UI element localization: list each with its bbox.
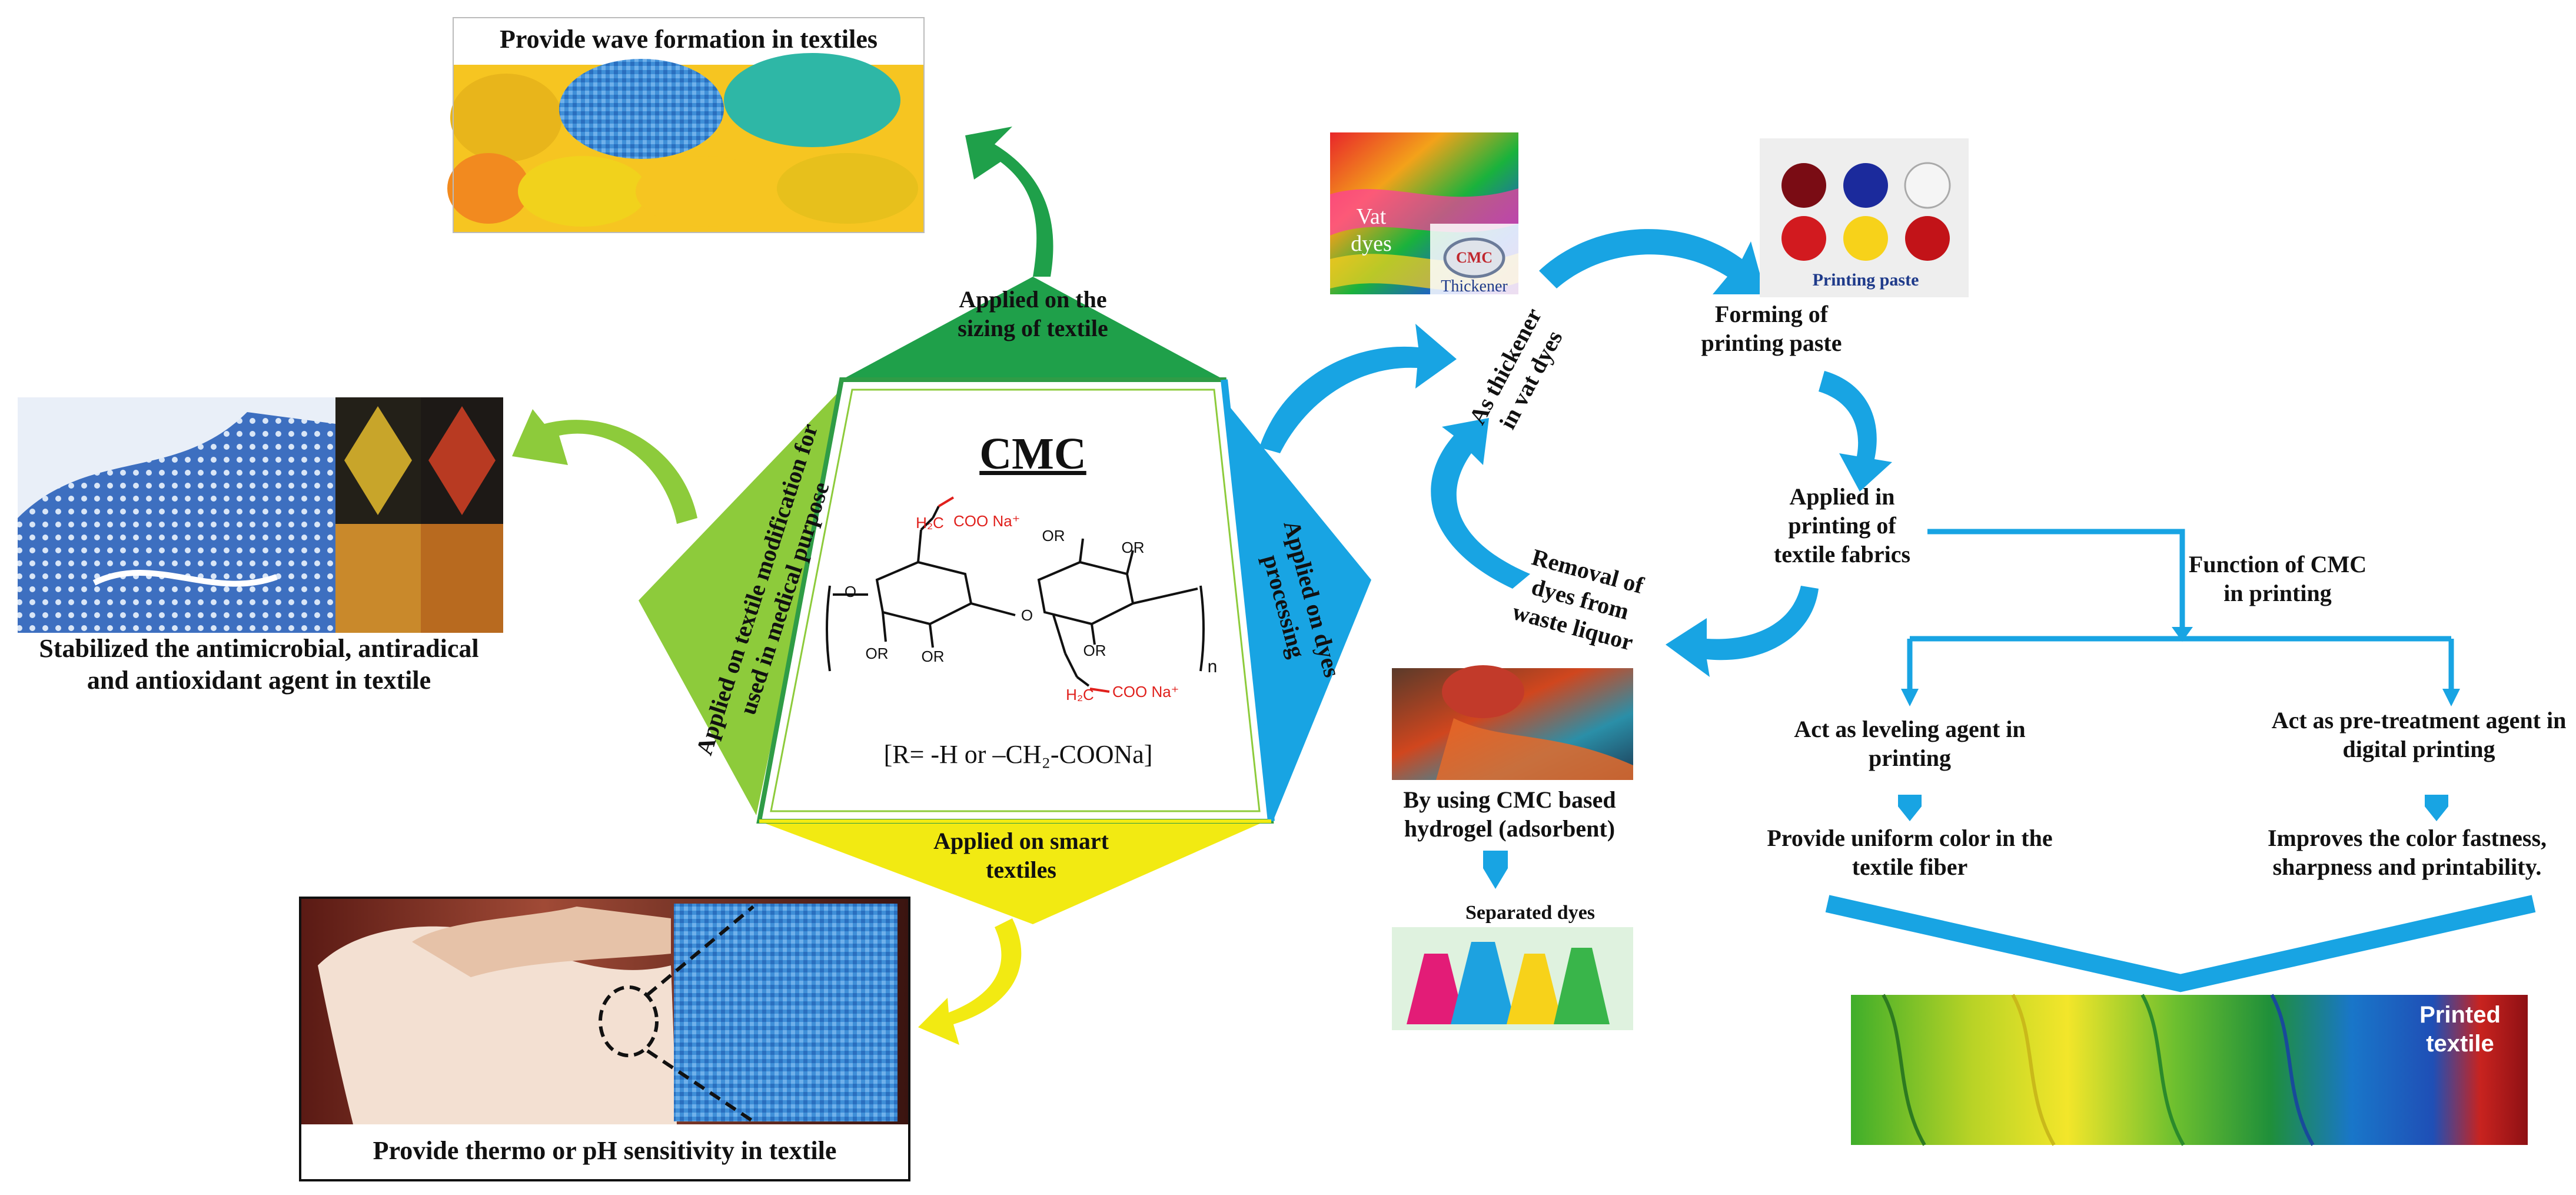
segment-left-shape bbox=[639, 383, 847, 815]
medical-caption: Stabilized the antimicrobial, antiradica… bbox=[39, 634, 479, 695]
sizing-caption: Provide wave formation in textiles bbox=[500, 25, 877, 54]
segment-top-shape bbox=[842, 277, 1224, 380]
chem-coo-top: COO Na⁺ bbox=[953, 512, 1021, 530]
segment-right-shape bbox=[1212, 386, 1371, 818]
arrow-smart bbox=[918, 918, 1022, 1045]
cycle-paste: Forming of printing paste bbox=[1701, 301, 1842, 356]
chem-or-4: OR bbox=[1121, 539, 1145, 556]
central-hexagon bbox=[639, 277, 1371, 924]
vat-dyes-label: Vat dyes bbox=[1351, 204, 1392, 257]
chem-n: n bbox=[1207, 657, 1218, 676]
segment-top-label: Applied on the sizing of textile bbox=[958, 286, 1108, 341]
arrow-sizing bbox=[965, 127, 1053, 277]
formula-caption: [R= -H or –CH₂-COONa] bbox=[883, 740, 1153, 769]
printing-funnel bbox=[1825, 895, 2536, 992]
medical-photo bbox=[18, 397, 503, 633]
separated-dyes-photo bbox=[1392, 898, 1633, 1030]
segment-bottom-label: Applied on smart textiles bbox=[933, 828, 1109, 883]
arrow-medical bbox=[512, 409, 697, 524]
cmc-badge: CMC bbox=[1455, 249, 1493, 266]
printed-textile-label: Printed textile bbox=[2419, 1002, 2501, 1057]
chem-o-1: O bbox=[844, 583, 857, 600]
chem-or-2: OR bbox=[921, 648, 945, 665]
chem-or-5: OR bbox=[1083, 642, 1106, 659]
printing-paste-photo bbox=[1760, 138, 1969, 297]
arrow-dyes bbox=[1259, 324, 1457, 453]
carboxymethyl-bonds bbox=[938, 496, 1110, 693]
chem-h2c-top: H₂C bbox=[916, 514, 944, 532]
smart-caption: Provide thermo or pH sensitivity in text… bbox=[373, 1136, 837, 1165]
cmc-title: CMC bbox=[979, 429, 1086, 479]
chem-h2c-bottom: H₂C bbox=[1066, 686, 1094, 703]
printing-flow-heads bbox=[1483, 627, 2460, 889]
vat-dyes-photo bbox=[1330, 132, 1518, 294]
dyes-cycle-arrows bbox=[1431, 229, 1892, 677]
chem-coo-bottom: COO Na⁺ bbox=[1112, 683, 1179, 701]
printing-paste-label: Printing paste bbox=[1812, 270, 1919, 290]
chem-or-3: OR bbox=[1042, 527, 1065, 545]
waste-liquor-photo bbox=[1392, 665, 1633, 780]
smart-photo bbox=[299, 897, 910, 1181]
leveling-agent: Act as leveling agent in printing bbox=[1794, 716, 2026, 771]
chem-or-1: OR bbox=[865, 645, 889, 662]
hydrogel-caption: By using CMC based hydrogel (adsorbent) bbox=[1403, 786, 1616, 842]
thickener-label: Thickener bbox=[1441, 277, 1508, 296]
color-fastness: Improves the color fastness, sharpness a… bbox=[2267, 825, 2547, 880]
pretreatment-agent: Act as pre-treatment agent in digital pr… bbox=[2271, 707, 2567, 762]
cmc-structure bbox=[826, 506, 1205, 687]
segment-bottom-shape bbox=[759, 821, 1265, 924]
printed-textile-photo bbox=[1851, 994, 2528, 1146]
chem-o-2: O bbox=[1021, 606, 1033, 624]
uniform-color: Provide uniform color in the textile fib… bbox=[1767, 825, 2053, 880]
cycle-applied: Applied in printing of textile fabrics bbox=[1773, 483, 1911, 567]
separated-dyes-caption: Separated dyes bbox=[1465, 902, 1596, 924]
sizing-photo bbox=[447, 17, 925, 233]
function-of-cmc: Function of CMC in printing bbox=[2188, 551, 2367, 606]
